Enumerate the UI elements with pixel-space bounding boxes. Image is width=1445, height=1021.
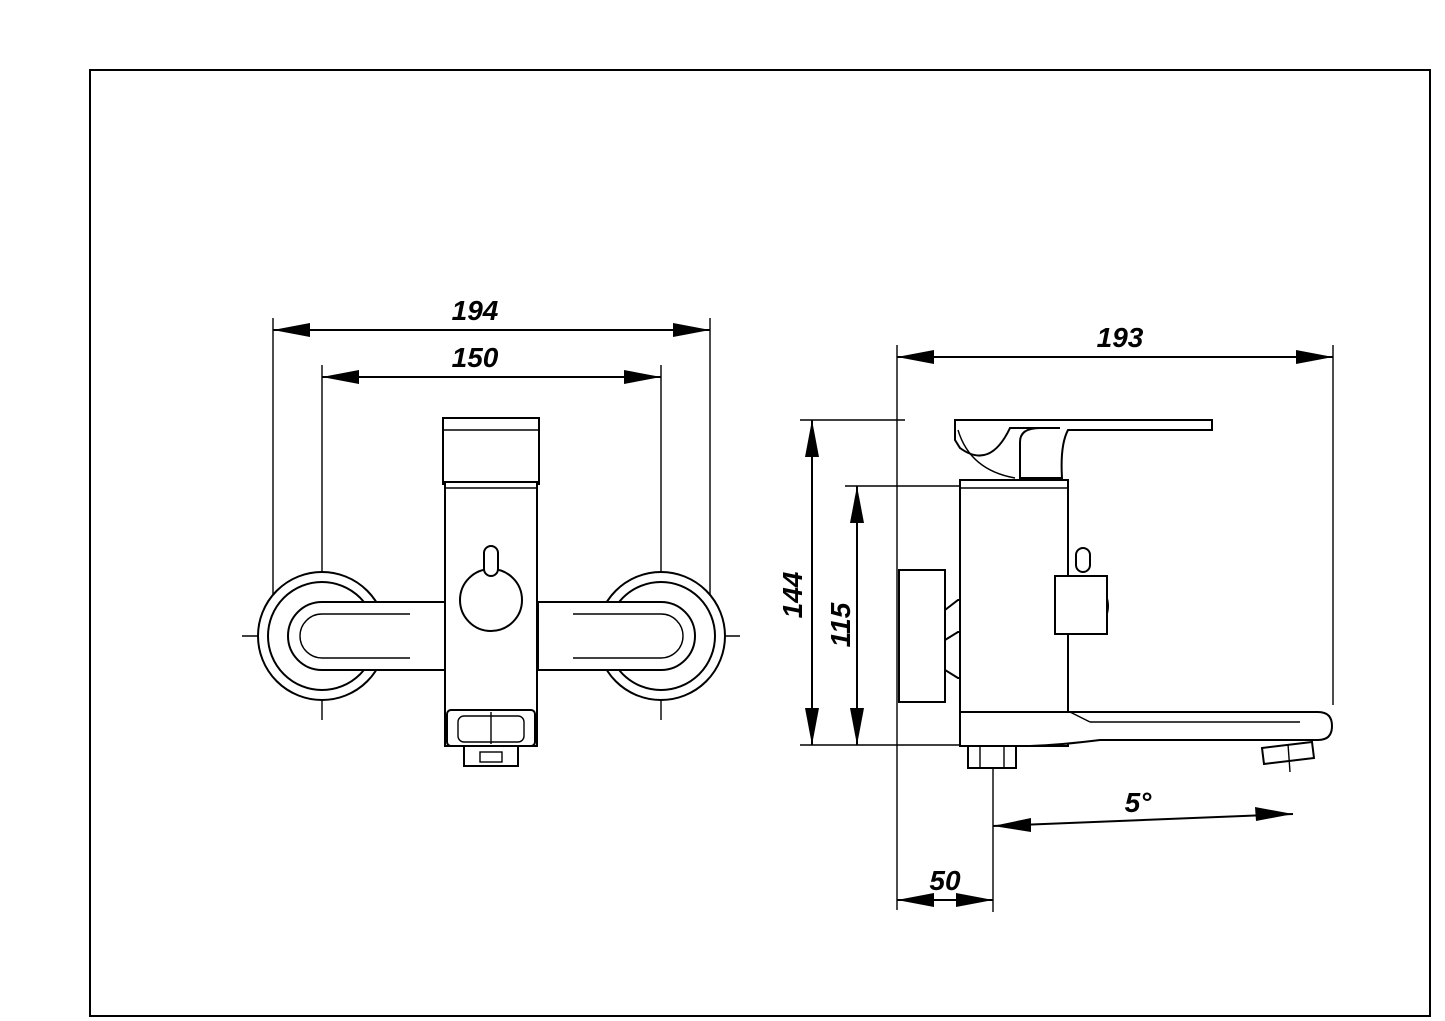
front-lever <box>442 417 540 485</box>
spout <box>959 711 1334 747</box>
side-lever <box>954 419 1213 479</box>
right-arm <box>537 601 696 671</box>
dim-193-label: 193 <box>1097 322 1144 353</box>
dim-height-body: 115 <box>825 486 864 745</box>
dim-height-total: 144 <box>777 420 819 745</box>
dim-wall-offset: 50 <box>897 865 993 907</box>
side-diverter-pin <box>1075 547 1091 573</box>
front-view: 194 150 <box>242 295 740 767</box>
dim-spout-angle: 5° <box>992 787 1294 832</box>
dim-144-label: 144 <box>777 571 808 618</box>
dim-overall-width: 194 <box>273 295 710 337</box>
side-body <box>959 479 1069 747</box>
side-bottom-nut <box>967 745 1017 769</box>
left-arm <box>287 601 446 671</box>
dim-centers-distance: 150 <box>322 342 661 384</box>
diverter-pin <box>483 545 499 577</box>
dim-115-label: 115 <box>825 602 856 647</box>
dim-150-label: 150 <box>452 342 499 373</box>
side-flange <box>898 569 946 703</box>
drawing-frame <box>89 69 1431 1017</box>
dim-194-label: 194 <box>452 295 499 326</box>
dim-5deg-label: 5° <box>1125 787 1153 818</box>
diverter-knob <box>459 568 523 632</box>
dim-50-label: 50 <box>929 865 961 896</box>
dim-depth: 193 <box>897 322 1333 364</box>
bottom-nut <box>463 745 519 767</box>
side-view: 193 144 115 50 5° <box>777 322 1334 912</box>
